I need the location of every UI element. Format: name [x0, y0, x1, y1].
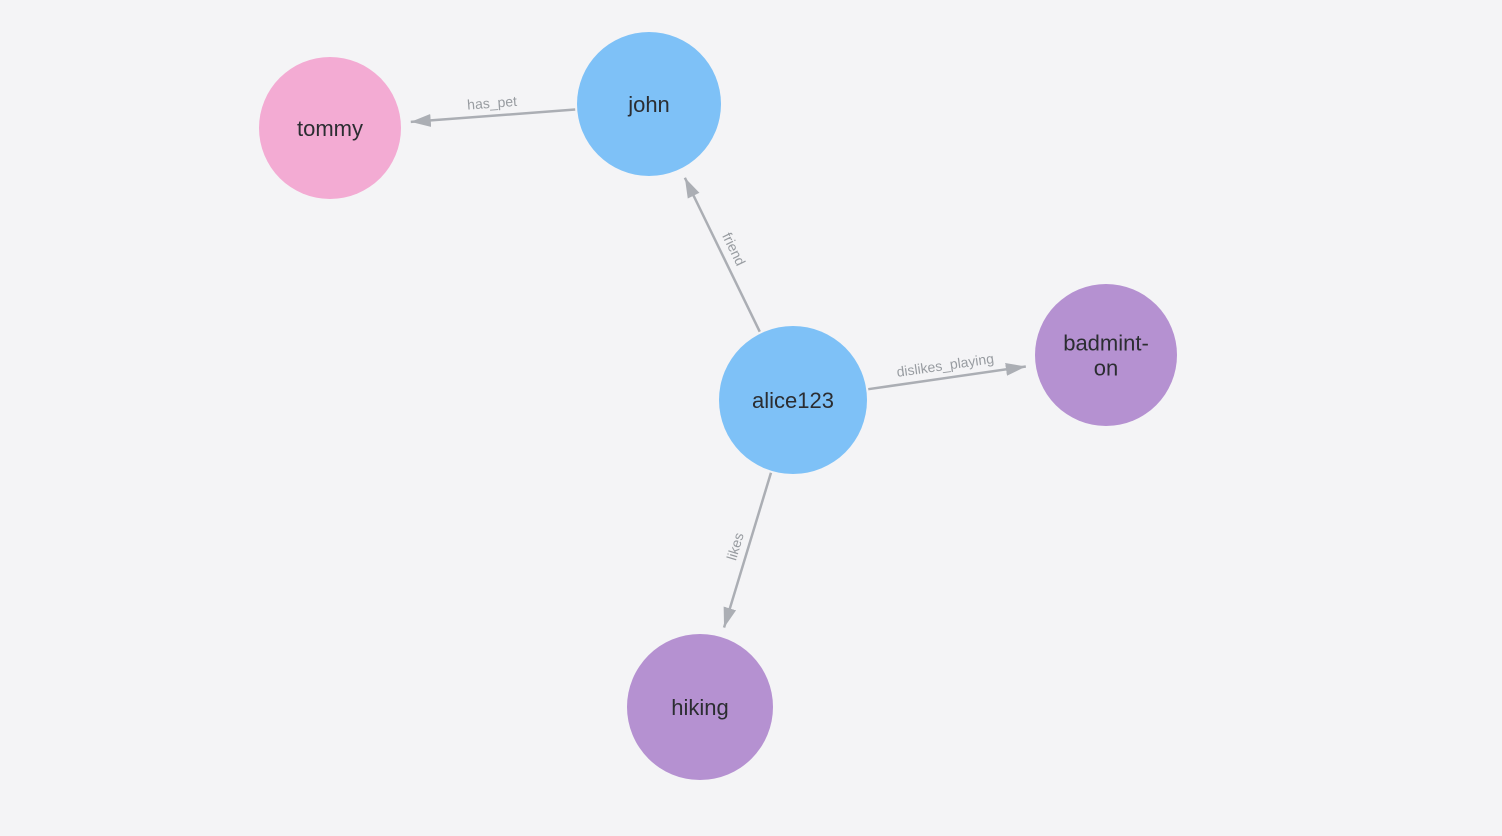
node-tommy[interactable]: [259, 57, 401, 199]
edge-has_pet-label[interactable]: has_pet: [467, 93, 518, 113]
node-hiking-label: hiking: [671, 695, 728, 720]
edge-friend-label[interactable]: friend: [719, 230, 749, 269]
node-alice123-label: alice123: [752, 388, 834, 413]
node-john[interactable]: [577, 32, 721, 176]
edge-dislikes_playing[interactable]: [868, 362, 1027, 391]
edge-friend[interactable]: [683, 177, 761, 333]
node-layer: tommy john alice123 badmint-on hiking: [259, 32, 1177, 780]
node-hiking[interactable]: [627, 634, 773, 780]
node-badminton[interactable]: [1035, 284, 1177, 426]
edge-likes-label[interactable]: likes: [723, 531, 746, 562]
node-john-label: john: [627, 92, 670, 117]
edge-has_pet[interactable]: [410, 108, 576, 127]
edge-likes[interactable]: [722, 472, 773, 628]
edge-dislikes_playing-label[interactable]: dislikes_playing: [896, 350, 995, 380]
node-badminton-label: badmint-on: [1063, 330, 1149, 380]
node-tommy-label: tommy: [297, 116, 363, 141]
node-alice123[interactable]: [719, 326, 867, 474]
